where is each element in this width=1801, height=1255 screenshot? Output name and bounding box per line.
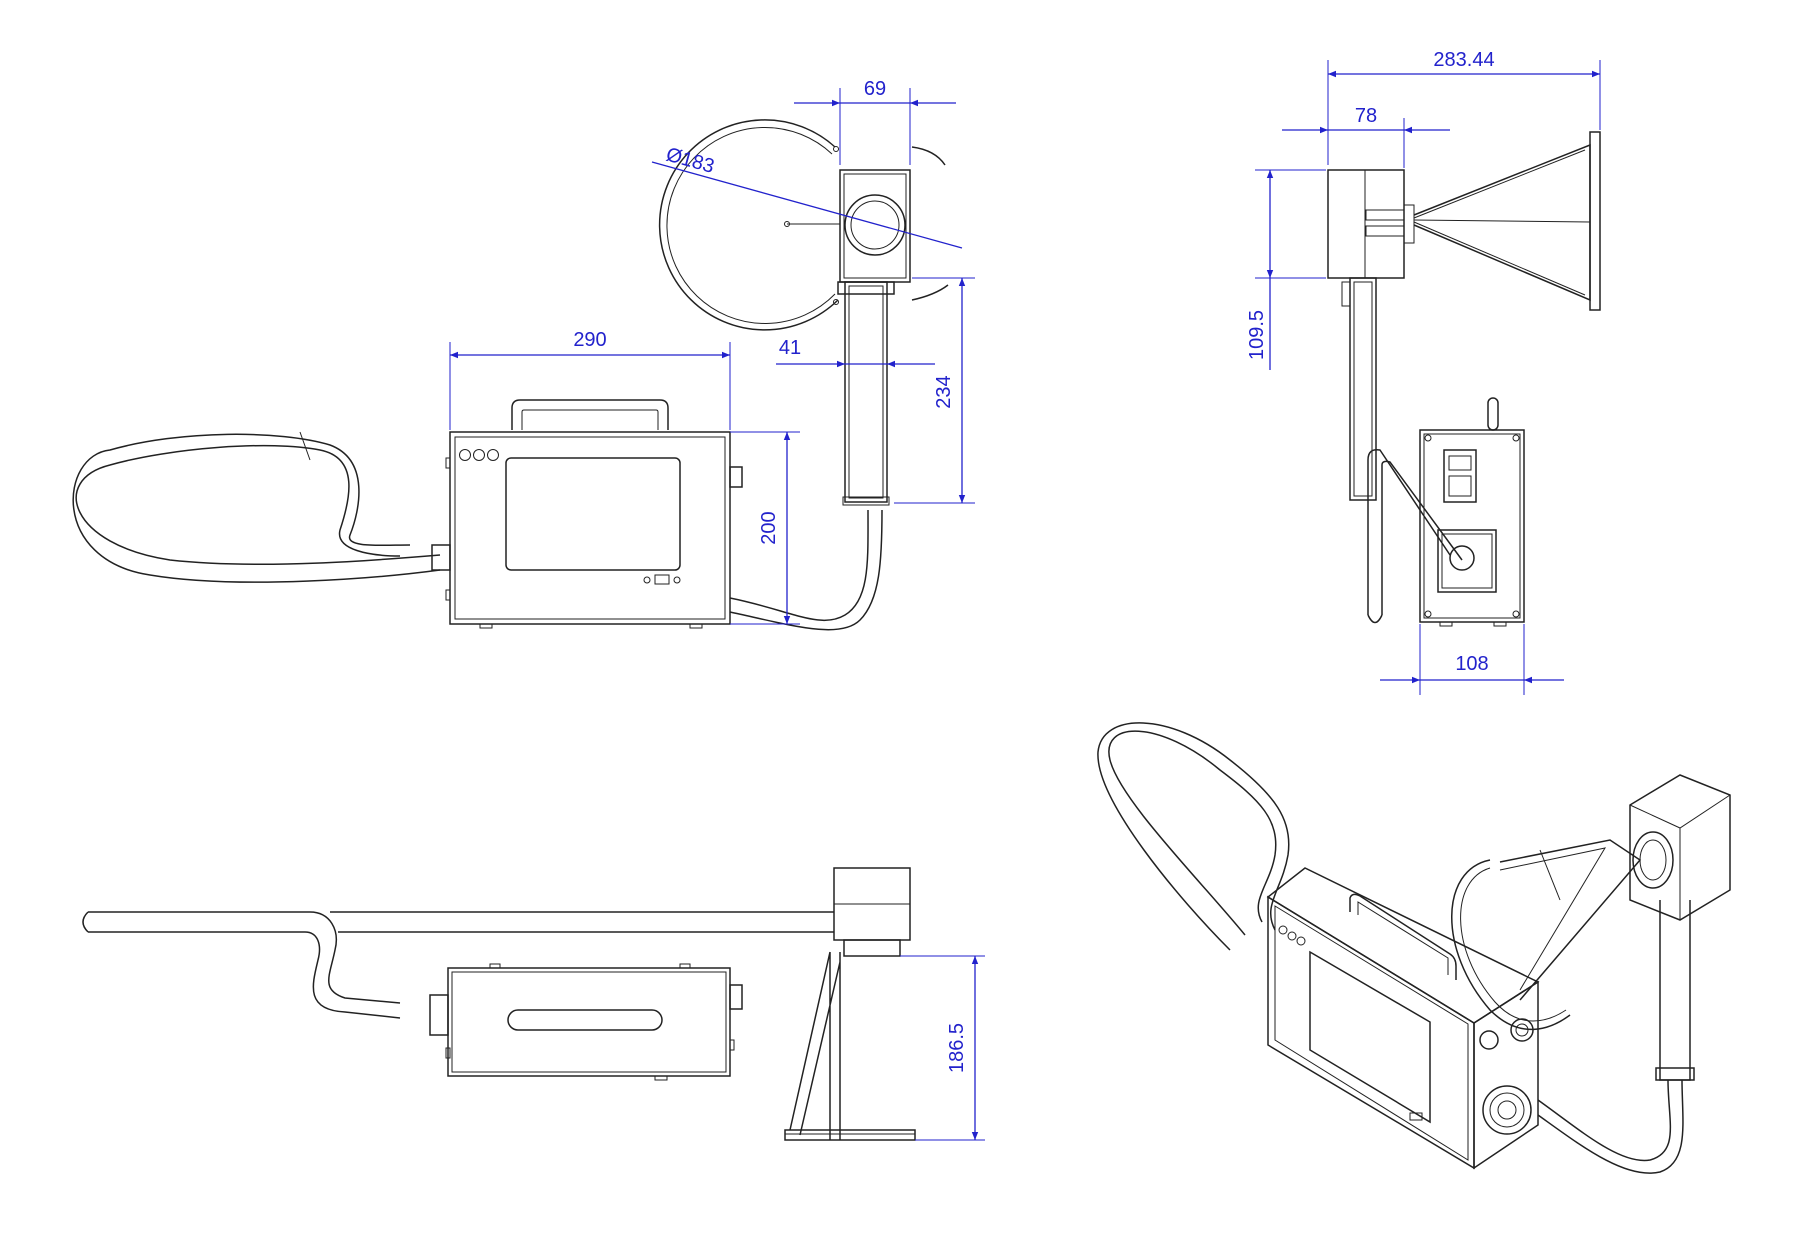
iso-bracket (1499, 839, 1642, 1001)
side-fan-plate (1437, 529, 1497, 593)
side-power-socket (1443, 449, 1477, 503)
dim-overall-width-label: 283.44 (1433, 49, 1494, 71)
dim-head-width-label: 69 (864, 78, 886, 100)
iso-hose (1108, 730, 1277, 936)
dim-head-depth: 78 (1282, 105, 1450, 168)
front-column (844, 281, 888, 503)
iso-box-top (1266, 867, 1540, 1024)
dim-stand-height-label: 186.5 (946, 1023, 968, 1073)
iso-view (1097, 722, 1731, 1174)
iso-screen (1309, 950, 1431, 1124)
dim-box-depth-label: 108 (1455, 653, 1488, 675)
dim-column-width: 41 (776, 337, 935, 368)
top-arm (88, 911, 401, 1004)
dim-head-height-label: 109.5 (1246, 310, 1268, 360)
dim-head-depth-label: 78 (1355, 105, 1377, 127)
dim-head-height: 109.5 (1246, 169, 1326, 370)
dim-box-height-label: 200 (758, 511, 780, 544)
iso-lens (1632, 831, 1674, 889)
front-hose (75, 444, 441, 566)
top-box (447, 967, 731, 1077)
iso-fan (1482, 1085, 1532, 1135)
dim-column-height-label: 234 (933, 375, 955, 408)
side-bracket (1413, 143, 1591, 302)
iso-box-side (1473, 980, 1539, 1170)
front-box (449, 431, 731, 625)
dim-box-depth: 108 (1380, 624, 1564, 695)
front-ring (658, 119, 839, 331)
dim-box-width: 290 (449, 329, 731, 430)
front-lens (844, 194, 906, 256)
iso-head (1629, 774, 1731, 921)
dim-column-height: 234 (894, 277, 975, 504)
dim-head-width: 69 (794, 78, 956, 165)
front-handle (511, 399, 669, 430)
top-stand (789, 951, 841, 1140)
iso-column (1659, 900, 1691, 1081)
front-screen (505, 457, 681, 571)
top-view (82, 867, 916, 1141)
dim-column-width-label: 41 (779, 337, 801, 359)
dim-stand-height: 186.5 (900, 955, 985, 1141)
dim-diameter: Ø183 (651, 144, 963, 249)
dim-overall-width: 283.44 (1327, 49, 1601, 165)
side-head (1327, 169, 1405, 279)
dim-box-height: 200 (730, 431, 800, 625)
front-view (72, 119, 949, 631)
side-box (1419, 429, 1525, 623)
front-head (839, 169, 911, 283)
side-view (1327, 131, 1601, 627)
dim-box-width-label: 290 (573, 329, 606, 351)
iso-ring (1451, 859, 1571, 1031)
